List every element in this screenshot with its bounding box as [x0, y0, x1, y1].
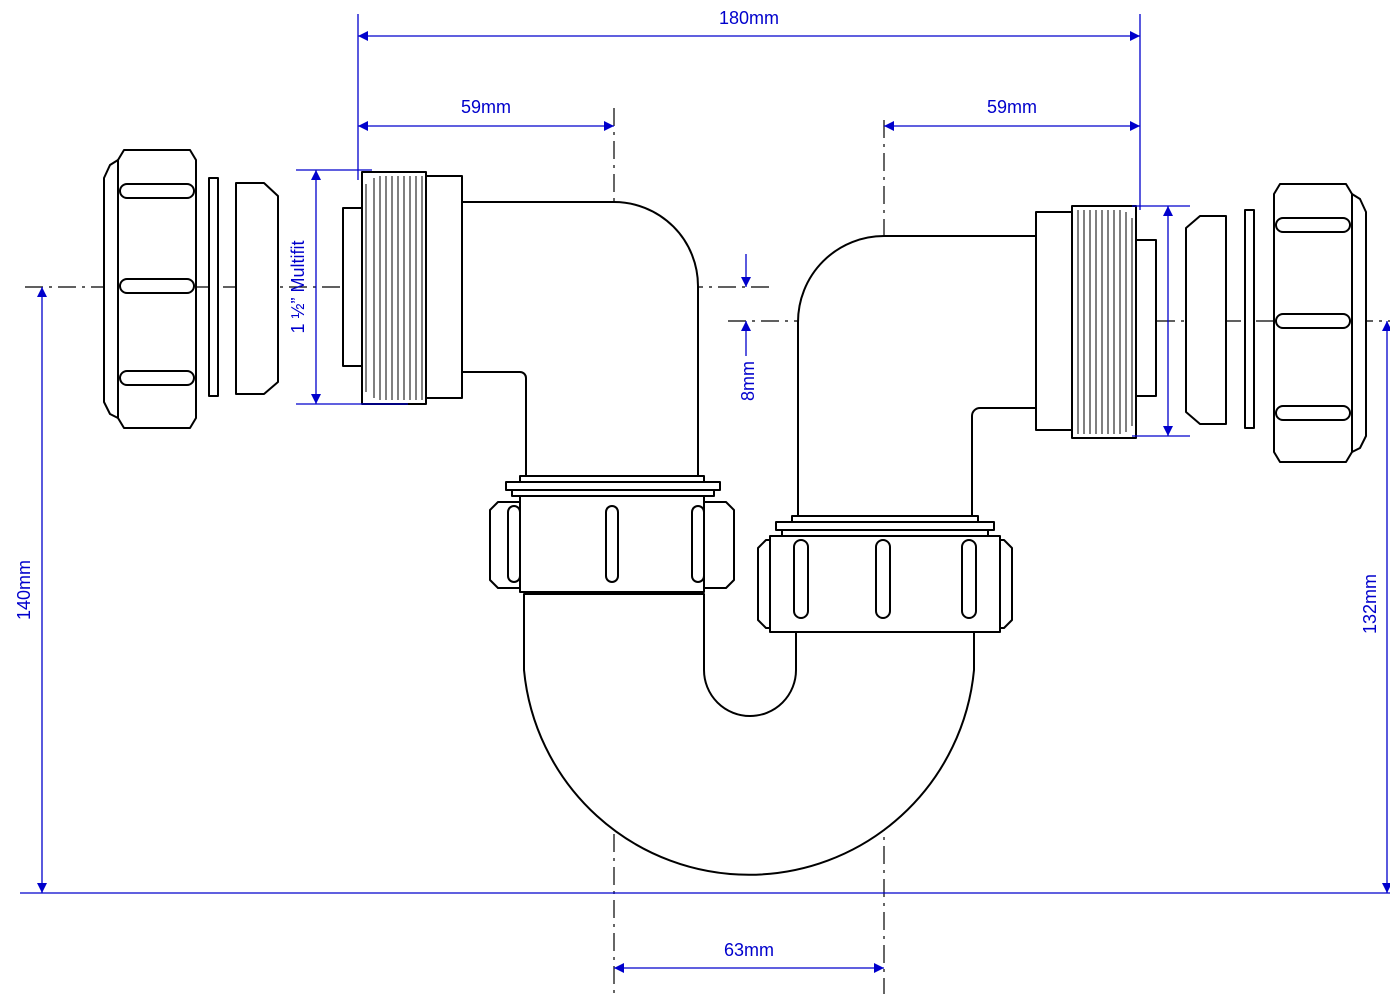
dim-connection-size-label: 1 ½” Multifit: [288, 240, 308, 333]
right-cone-seal: [1185, 215, 1227, 425]
dimension-multifit-right: [1132, 205, 1190, 437]
left-washer: [208, 177, 219, 397]
left-inlet-elbow: [342, 171, 721, 497]
dim-right-offset-label: 59mm: [987, 97, 1037, 117]
dimension-132mm: 132mm: [1360, 321, 1390, 893]
left-union-nut: [489, 495, 735, 593]
left-compression-nut: [103, 149, 197, 429]
dim-left-offset-label: 59mm: [461, 97, 511, 117]
dimension-multifit-left: 1 ½” Multifit: [288, 169, 408, 405]
dim-overall-width-label: 180mm: [719, 8, 779, 28]
dim-inlet-drop-label: 8mm: [738, 361, 758, 401]
right-union-nut: [757, 535, 1013, 633]
right-washer: [1244, 209, 1255, 429]
u-bend: [523, 593, 975, 876]
dimension-140mm: 140mm: [14, 287, 1390, 894]
dimension-63mm: 63mm: [614, 940, 884, 973]
dimension-59mm-left: 59mm: [358, 97, 614, 131]
left-cone-seal: [235, 182, 279, 395]
dim-outlet-height-label: 132mm: [1360, 574, 1380, 634]
right-inlet-elbow: [775, 205, 1157, 537]
dimension-180mm: 180mm: [357, 8, 1141, 210]
dimension-59mm-right: 59mm: [884, 97, 1140, 131]
dimension-8mm: 8mm: [738, 254, 758, 401]
dim-outlet-spacing-label: 63mm: [724, 940, 774, 960]
right-compression-nut: [1273, 183, 1367, 463]
dim-overall-height-label: 140mm: [14, 560, 34, 620]
